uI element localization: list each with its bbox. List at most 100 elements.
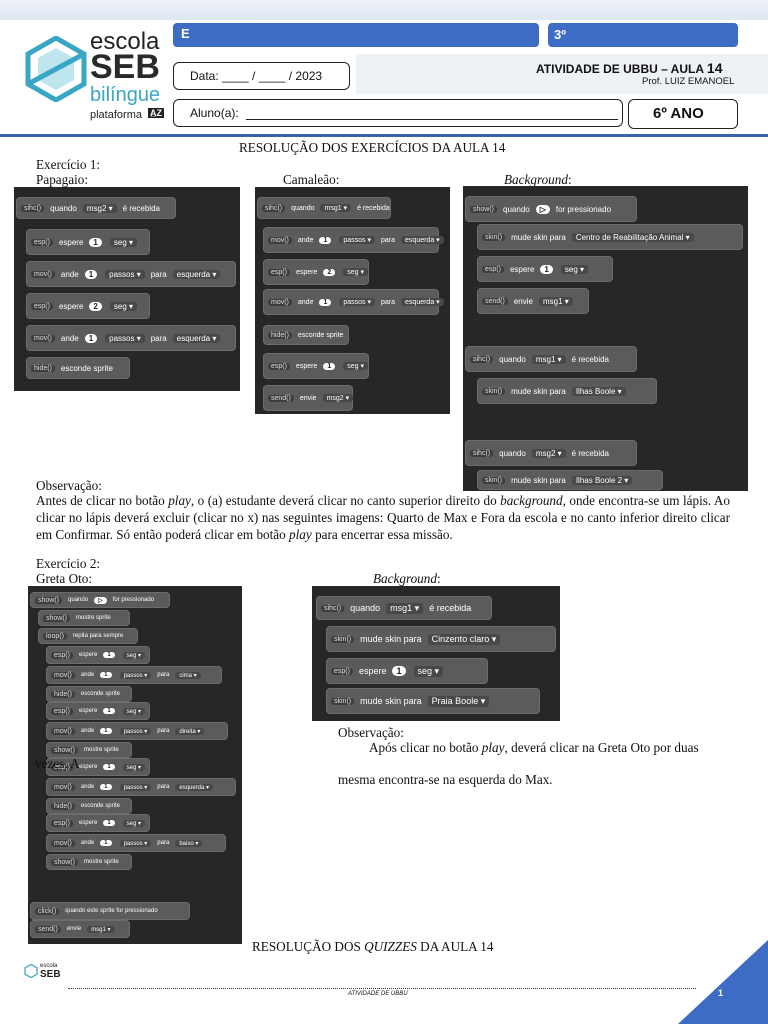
block-tag: esp() xyxy=(482,265,504,273)
block-tag: skin() xyxy=(331,635,355,643)
code-block: loop()repita para sempre xyxy=(38,628,138,644)
block-text: ande xyxy=(297,298,314,306)
block-tag: skin() xyxy=(331,697,355,705)
block-text: para xyxy=(157,672,170,678)
block-tag: mov() xyxy=(51,839,75,847)
block-text: mostre sprite xyxy=(76,615,111,621)
block-text: para xyxy=(150,269,167,279)
seb-logo-icon xyxy=(25,36,87,102)
section2-title: RESOLUÇÃO DOS QUIZZES DA AULA 14 xyxy=(252,939,494,954)
code-block: show()quando▷for pressionado xyxy=(465,196,637,222)
block-dropdown: seg ▾ xyxy=(343,362,369,370)
block-tag: show() xyxy=(43,614,71,622)
block-text: mude skin para xyxy=(511,386,566,396)
footer-brand-escola: escola xyxy=(40,963,58,969)
block-dropdown: passos ▾ xyxy=(339,236,376,244)
top-band xyxy=(0,0,768,20)
block-text: quando xyxy=(499,448,526,458)
header-rule xyxy=(0,134,768,137)
block-tag: esp() xyxy=(31,238,53,246)
block-number: 1 xyxy=(103,820,115,826)
block-text: for pressionado xyxy=(112,597,155,603)
block-number: 1 xyxy=(100,840,112,846)
block-text: ande xyxy=(80,728,95,734)
block-text: para xyxy=(381,298,396,306)
ex1-papagaio-label: Papagaio: xyxy=(36,172,89,187)
block-dropdown: passos ▾ xyxy=(119,839,152,847)
block-number: 1 xyxy=(100,672,112,678)
block-dropdown: msg1 ▾ xyxy=(320,204,352,212)
block-number: 2 xyxy=(89,301,102,311)
block-text: espere xyxy=(78,764,98,770)
block-tag: hide() xyxy=(31,364,55,372)
block-text: espere xyxy=(58,237,84,247)
block-dropdown: msg1 ▾ xyxy=(386,602,424,614)
block-dropdown: passos ▾ xyxy=(119,671,152,679)
block-text: for pressionado xyxy=(555,204,612,214)
block-number: 1 xyxy=(103,652,115,658)
block-text: mude skin para xyxy=(360,696,422,706)
block-text: quando xyxy=(503,204,530,214)
block-text: para xyxy=(150,333,167,343)
block-text: quando xyxy=(291,204,315,212)
obs1-text: Antes de clicar no botão play, o (a) est… xyxy=(36,493,730,542)
block-dropdown: Ilhas Boole 2 ▾ xyxy=(571,475,633,485)
teacher-name: Prof. LUIZ EMANOEL xyxy=(642,76,735,87)
block-text: para xyxy=(157,728,170,734)
block-tag: show() xyxy=(51,858,79,866)
footer-logo-icon xyxy=(24,964,38,978)
block-text: para xyxy=(381,236,396,244)
block-text: quando xyxy=(350,603,381,613)
block-dropdown: passos ▾ xyxy=(119,727,152,735)
block-number: 1 xyxy=(540,264,553,274)
block-text: é recebida xyxy=(571,448,609,458)
date-field[interactable]: Data: ____ / ____ / 2023 xyxy=(173,62,350,90)
obs2-text-2: mesma encontra-se na esquerda do Max. xyxy=(338,772,553,787)
block-tag: mov() xyxy=(51,783,75,791)
block-text: mude skin para xyxy=(511,475,566,485)
block-text: ande xyxy=(297,236,314,244)
block-tag: send() xyxy=(482,297,508,305)
block-text: mostre sprite xyxy=(84,859,119,865)
block-tag: esp() xyxy=(51,707,73,715)
ex1-background-label: Background: xyxy=(504,172,572,187)
block-tag: hide() xyxy=(51,690,75,698)
obs2-vezes: vezes. A xyxy=(35,756,80,771)
student-field[interactable]: Aluno(a): xyxy=(173,99,623,127)
block-number: 1 xyxy=(103,708,115,714)
block-text: espere xyxy=(78,652,98,658)
block-number: 1 xyxy=(319,298,332,306)
block-text: espere xyxy=(295,268,318,276)
brand-seb: SEB xyxy=(90,48,160,86)
block-tag: loop() xyxy=(43,632,67,640)
page-number: 1 xyxy=(718,988,724,998)
block-text: esconde sprite xyxy=(60,363,113,373)
block-dropdown: Praia Boole ▾ xyxy=(427,695,490,707)
block-text: é recebida xyxy=(571,354,609,364)
block-tag: mov() xyxy=(51,727,75,735)
block-text: quando xyxy=(50,203,77,213)
block-tag: esp() xyxy=(268,268,290,276)
block-dropdown: msg1 ▾ xyxy=(538,296,573,306)
block-tag: mov() xyxy=(31,270,55,278)
ex2-label: Exercício 2: xyxy=(36,556,101,571)
block-dropdown: msg2 ▾ xyxy=(322,394,354,402)
header-field-grade: 3º xyxy=(548,23,738,47)
block-tag: esp() xyxy=(51,651,73,659)
footer-rule xyxy=(68,988,696,989)
block-tag: esp() xyxy=(31,302,53,310)
code-block: skin() mude skin para Praia Boole ▾ xyxy=(326,688,540,714)
